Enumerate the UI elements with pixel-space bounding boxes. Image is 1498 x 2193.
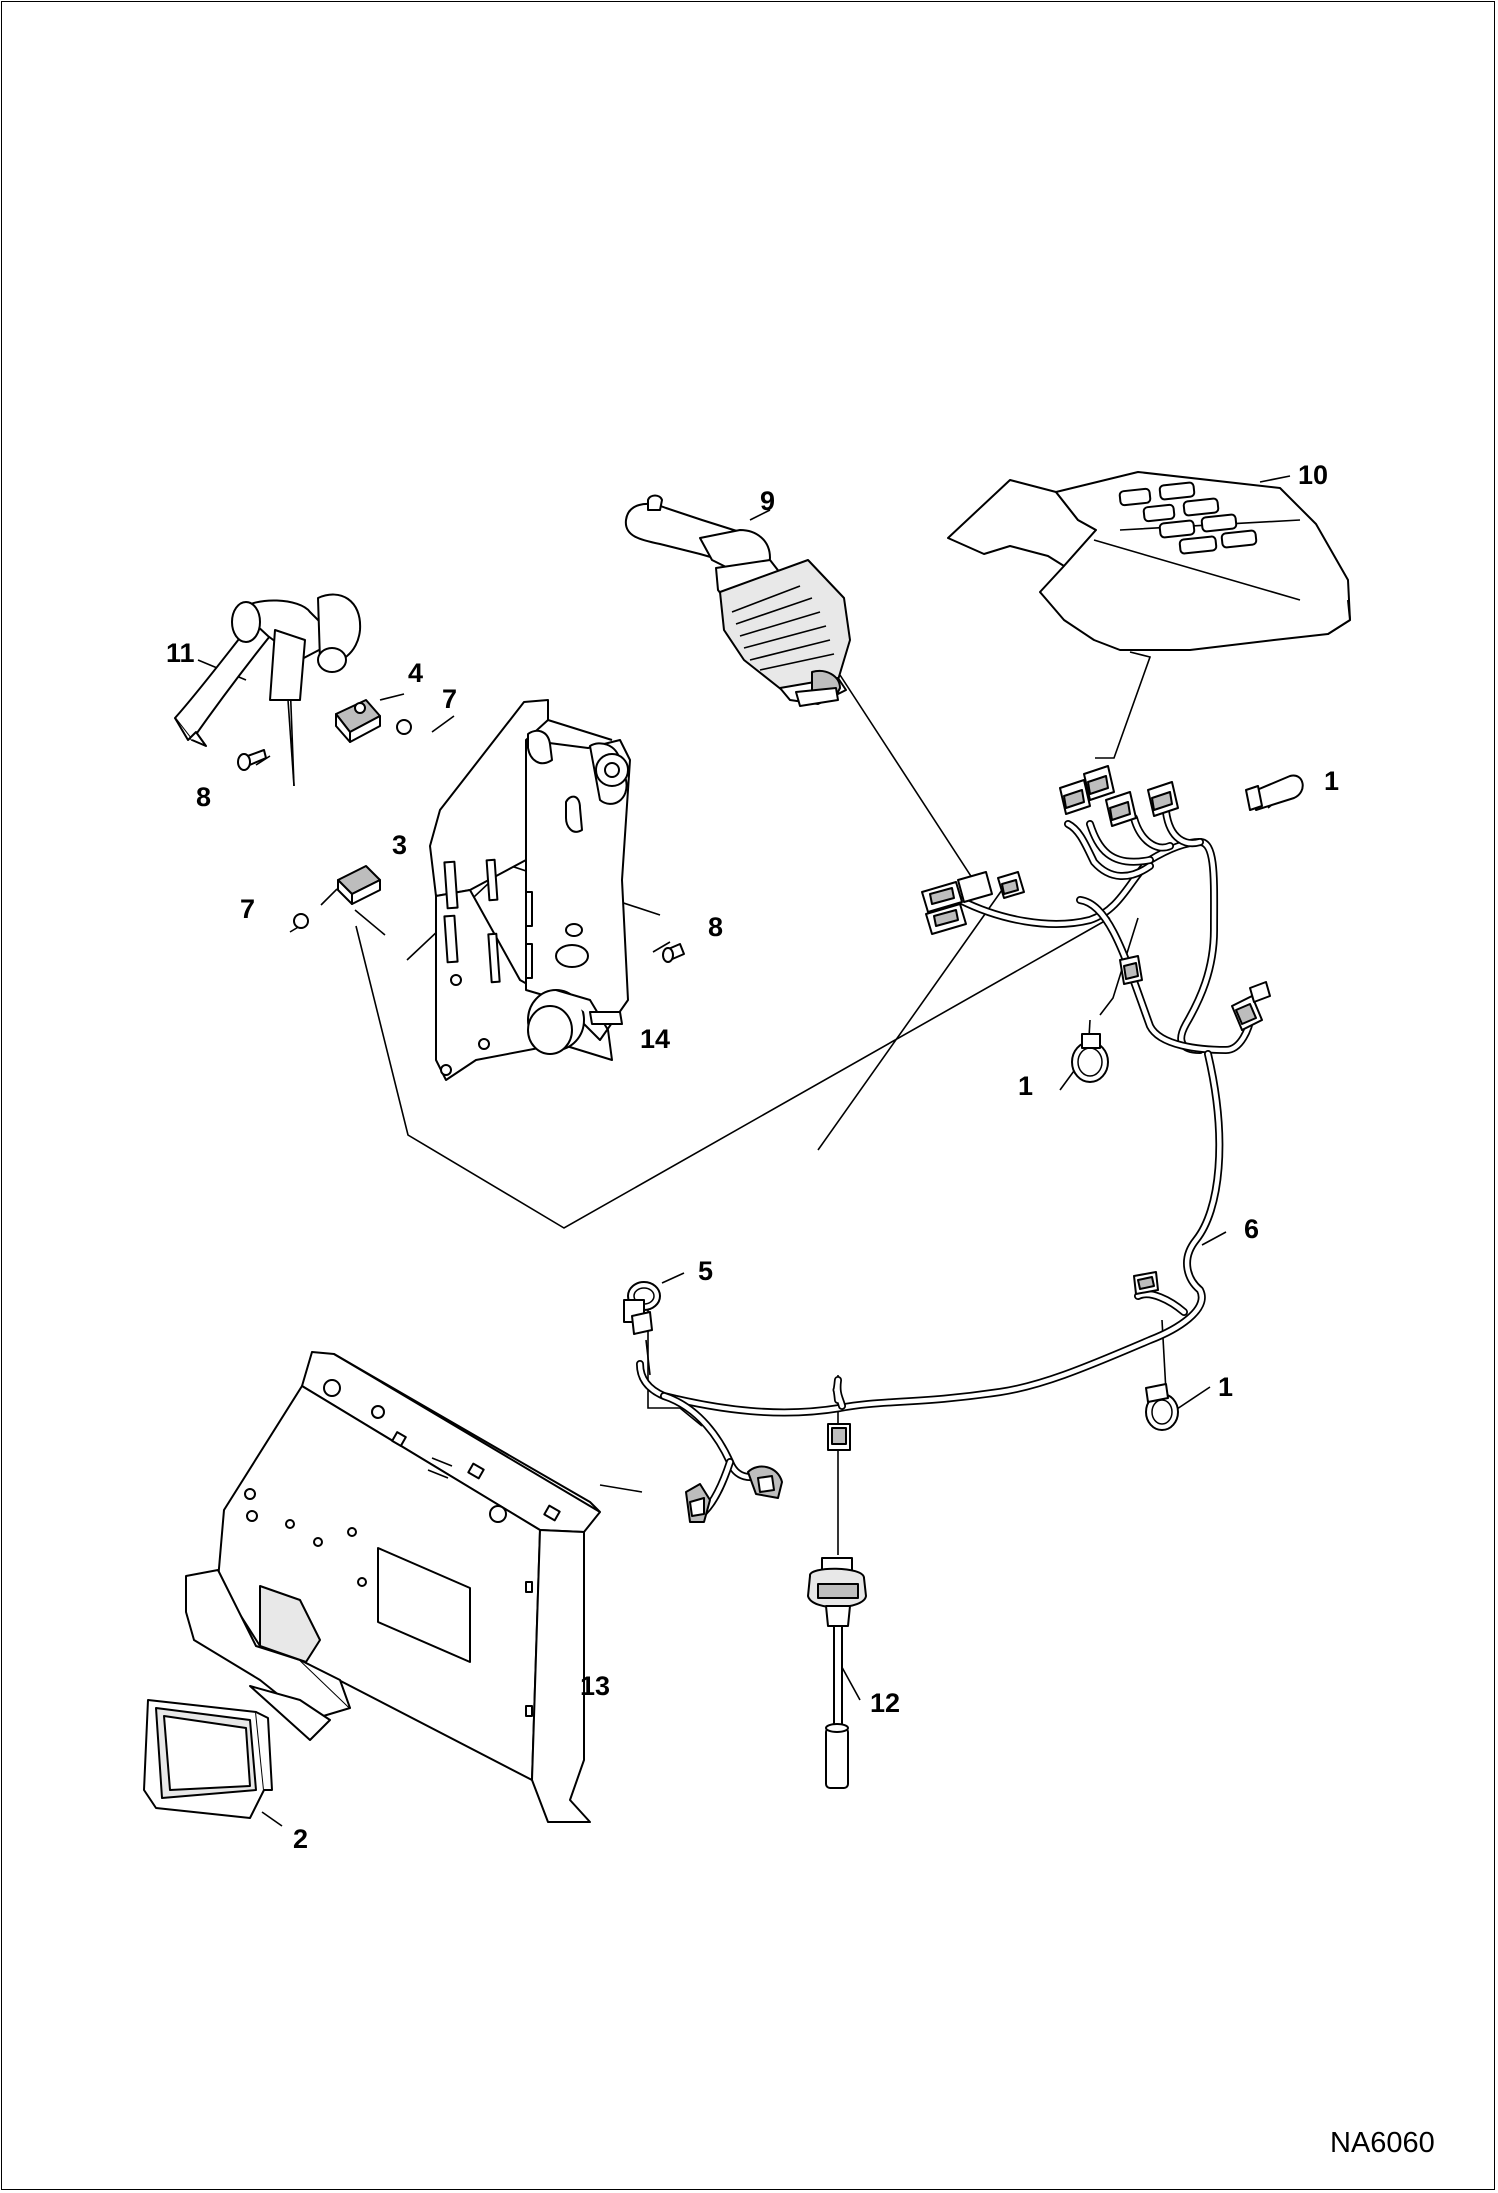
part-12-sensor [807,1557,867,1789]
part-3-switch [293,865,381,929]
callout-13: 13 [580,1671,610,1701]
callout-1-bottom: 1 [1218,1372,1233,1402]
part-9-joystick [624,494,851,707]
callout-12: 12 [870,1688,900,1718]
part-14-mounting-bracket [429,699,685,1081]
document-id: NA6060 [1330,2127,1435,2159]
callout-9: 9 [760,486,775,516]
part-11-control-column [174,593,362,787]
callout-6: 6 [1244,1214,1259,1244]
callout-labels: 1 1 1 2 3 4 5 6 7 7 8 8 9 10 11 12 13 14 [166,460,1339,1854]
callout-1-top: 1 [1324,766,1339,796]
harness-connectors [685,765,1271,1523]
callout-7-top: 7 [442,684,457,714]
callout-5: 5 [698,1256,713,1286]
callout-3: 3 [392,830,407,860]
callout-1-middle: 1 [1018,1071,1033,1101]
callout-4: 4 [408,658,423,688]
part-13-panel [185,1351,601,1823]
part-1-cable-ties [1071,774,1304,1431]
callout-8-right: 8 [708,912,723,942]
part-10-cover [947,471,1351,651]
callout-8-left: 8 [196,782,211,812]
callout-2: 2 [293,1824,308,1854]
callout-7-bottom: 7 [240,894,255,924]
callout-10: 10 [1298,460,1328,490]
part-2-display [143,1699,273,1819]
part-4-switch [335,699,412,743]
part-5-clamp [623,1281,661,1335]
callout-11: 11 [166,638,195,668]
callout-14: 14 [640,1024,670,1054]
